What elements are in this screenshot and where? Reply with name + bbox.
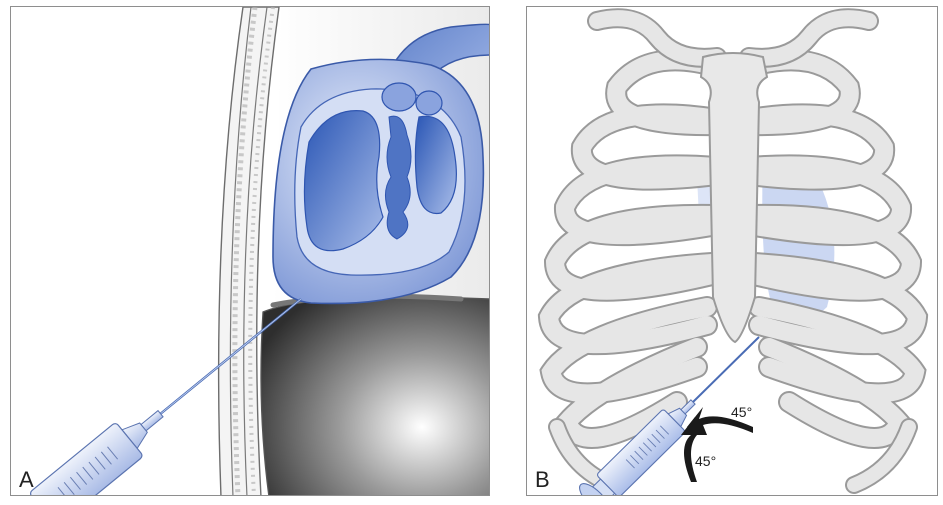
pericardiocentesis-cross-section [11,7,490,496]
panel-label-a: A [19,469,34,491]
valve-right [416,91,442,115]
liver [261,297,490,496]
angle-label-horizontal: 45° [731,404,752,420]
syringe [29,397,174,496]
angle-label-vertical: 45° [695,453,716,469]
clavicles [597,18,869,58]
valve-left [382,83,416,111]
panel-a: A [10,6,490,496]
panel-b: 45° 45° B [526,6,938,496]
rib-cage-frontal-view [527,7,938,496]
panel-label-b: B [535,469,550,491]
right-ventricle [304,111,383,251]
